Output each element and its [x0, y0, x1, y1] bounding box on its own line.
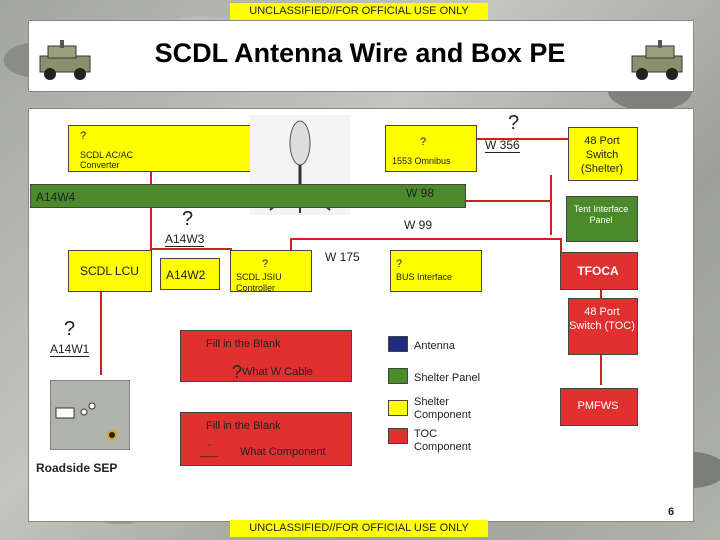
fill-in-blank-box-2 — [180, 412, 352, 466]
legend-label-toc-component: TOC Component — [414, 428, 471, 453]
wire — [600, 345, 602, 385]
wire — [100, 345, 102, 375]
fill-in-blank-box-1 — [180, 330, 352, 382]
fill-in-blank-title-2: Fill in the Blank — [206, 420, 281, 432]
classification-banner-top: UNCLASSIFIED//FOR OFFICIAL USE ONLY — [230, 3, 488, 20]
fill2-blank: ___ — [200, 446, 219, 458]
fill-in-blank-title-1: Fill in the Blank — [206, 338, 281, 350]
legend-swatch-toc-component — [388, 428, 408, 444]
classification-banner-bottom: UNCLASSIFIED//FOR OFFICIAL USE ONLY — [230, 520, 488, 537]
scdl-lcu-label: SCDL LCU — [80, 264, 139, 278]
fill1-prompt: What W Cable — [242, 366, 313, 378]
a14w2-label: A14W2 — [166, 268, 206, 282]
bus-label: BUS Interface — [396, 272, 453, 282]
fill2-prompt: What Component — [240, 446, 326, 458]
page-number: 6 — [668, 506, 675, 518]
wire — [600, 270, 602, 310]
slide-title: SCDL Antenna Wire and Box PE — [154, 38, 566, 68]
bus-question: ? — [396, 258, 403, 270]
legend-label-antenna: Antenna — [414, 340, 455, 352]
title-panel — [28, 20, 694, 92]
legend-swatch-shelter-component — [388, 400, 408, 416]
legend-swatch-shelter-panel — [388, 368, 408, 384]
wire — [550, 175, 552, 235]
a14w2-box — [160, 258, 220, 290]
fill1-question: ? — [232, 362, 243, 382]
a14w3-question: ? — [182, 208, 194, 230]
jsiu-label: SCDL JSIU Controller — [236, 272, 282, 293]
w356-label: W 356 — [485, 138, 520, 153]
w99-label: W 99 — [404, 218, 433, 232]
switch-shelter-box — [568, 127, 638, 181]
wire — [150, 248, 230, 250]
omnibus-label: 1553 Omnibus — [392, 156, 451, 166]
humvee-icon-right — [631, 40, 683, 80]
switch-toc-box — [568, 298, 638, 355]
switch-toc-label: 48 Port Switch (TOC) — [569, 306, 635, 332]
legend-label-shelter-component: Shelter Component — [414, 396, 471, 421]
omnibus-box — [385, 125, 477, 172]
fill2-dash: - — [208, 440, 212, 451]
scdl-ac-label: SCDL AC/AC Converter — [80, 150, 134, 170]
wire — [150, 205, 152, 285]
humvee-icon-left — [39, 40, 91, 80]
a14w3-label: A14W3 — [165, 232, 205, 247]
pmfws-label: PMFWS — [577, 400, 619, 412]
scdl-lcu-box — [68, 250, 152, 292]
a14w1-question: ? — [64, 318, 76, 340]
w175-label: W 175 — [325, 250, 360, 264]
bus-interface-box — [390, 250, 482, 292]
tfoca-box — [560, 252, 638, 290]
wire — [290, 238, 560, 240]
switch-shelter-label: 48 Port Switch (Shelter) — [580, 135, 624, 175]
tent-panel-label: Tent Interface Panel — [573, 204, 629, 225]
tfoca-label: TFOCA — [577, 264, 619, 278]
wire — [470, 138, 570, 140]
pmfws-box — [560, 388, 638, 426]
roadside-sep-label: Roadside SEP — [36, 461, 118, 475]
scdl-ac-question: ? — [80, 130, 87, 142]
wire — [100, 290, 102, 345]
tent-panel-box — [566, 196, 638, 242]
a14w4-label: A14W4 — [36, 190, 76, 204]
jsiu-question: ? — [262, 258, 269, 270]
legend-label-shelter-panel: Shelter Panel — [414, 372, 481, 384]
omnibus-question-text: ? — [420, 136, 427, 148]
roadside-sep-image — [50, 380, 130, 450]
wire — [150, 142, 152, 207]
w98-label: W 98 — [406, 186, 435, 200]
jsiu-box — [230, 250, 312, 292]
a14w4-bar — [30, 184, 466, 208]
a14w1-label: A14W1 — [50, 342, 90, 357]
w356-question: ? — [508, 112, 520, 134]
legend-swatch-antenna — [388, 336, 408, 352]
